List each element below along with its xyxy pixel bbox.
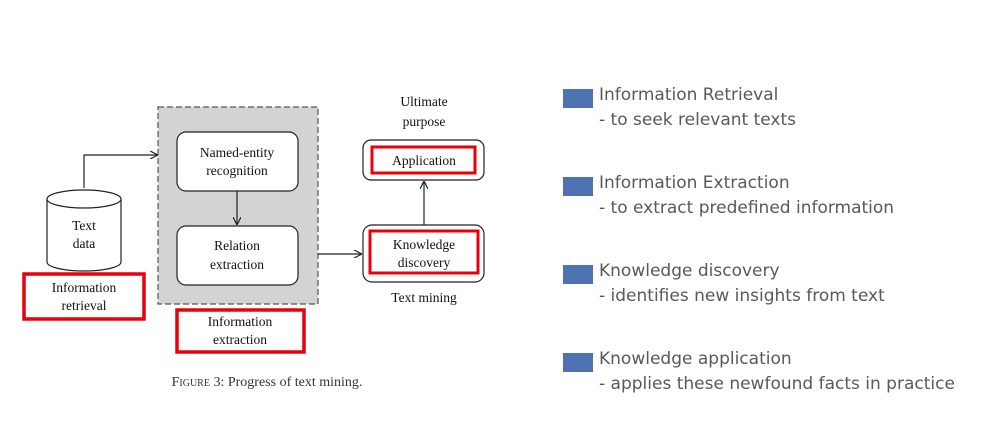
legend-title: Knowledge discovery bbox=[599, 261, 780, 281]
information-extraction-highlight bbox=[175, 308, 306, 354]
relation-extraction-label-1: Relation bbox=[214, 238, 260, 253]
text-data-cylinder: Text data bbox=[46, 189, 122, 272]
figure-caption: Figure 3: Progress of text mining. bbox=[172, 375, 363, 390]
knowledge-discovery-label-1: Knowledge bbox=[393, 237, 455, 252]
legend-item-information-retrieval: Information Retrieval - to seek relevant… bbox=[563, 84, 973, 172]
named-entity-label-2: recognition bbox=[206, 163, 268, 178]
legend-swatch bbox=[563, 353, 593, 372]
ultimate-purpose-label-1: Ultimate bbox=[400, 94, 447, 109]
legend-desc: - applies these newfound facts in practi… bbox=[599, 374, 955, 394]
arrow-text-data-to-extraction bbox=[83, 155, 157, 188]
named-entity-recognition-box bbox=[176, 131, 299, 192]
legend-title: Knowledge application bbox=[599, 349, 792, 369]
knowledge-discovery-highlight bbox=[368, 229, 480, 275]
text-data-label-1: Text bbox=[72, 218, 96, 233]
information-retrieval-label-1: Information bbox=[52, 280, 117, 295]
text-mining-label: Text mining bbox=[391, 290, 457, 305]
application-highlight bbox=[370, 145, 477, 175]
legend-desc: - to seek relevant texts bbox=[599, 110, 797, 130]
application-label: Application bbox=[392, 153, 456, 168]
legend-title: Information Retrieval bbox=[599, 85, 779, 105]
information-extraction-label-1: Information bbox=[208, 314, 273, 329]
legend-swatch bbox=[563, 89, 593, 108]
legend-item-knowledge-application: Knowledge application - applies these ne… bbox=[563, 348, 973, 436]
named-entity-label-1: Named-entity bbox=[200, 145, 274, 160]
information-retrieval-highlight bbox=[22, 272, 146, 321]
knowledge-discovery-label-2: discovery bbox=[398, 255, 451, 270]
legend: Information Retrieval - to seek relevant… bbox=[563, 84, 973, 436]
relation-extraction-box bbox=[176, 225, 299, 286]
ultimate-purpose-label-2: purpose bbox=[403, 114, 446, 129]
information-extraction-label-2: extraction bbox=[213, 332, 267, 347]
figure-caption-text: : Progress of text mining. bbox=[220, 375, 362, 390]
text-mining-diagram: Text data Named-entity recognition Relat… bbox=[22, 94, 485, 390]
legend-swatch bbox=[563, 177, 593, 196]
legend-desc: - to extract predefined information bbox=[599, 198, 895, 218]
knowledge-discovery-box bbox=[362, 224, 485, 283]
relation-extraction-label-2: extraction bbox=[210, 257, 264, 272]
legend-item-information-extraction: Information Extraction - to extract pred… bbox=[563, 172, 973, 260]
information-retrieval-label-2: retrieval bbox=[62, 298, 107, 313]
legend-desc: - identifies new insights from text bbox=[599, 286, 885, 306]
legend-item-knowledge-discovery: Knowledge discovery - identifies new ins… bbox=[563, 260, 973, 348]
text-data-label-2: data bbox=[73, 236, 96, 251]
application-box bbox=[362, 139, 485, 181]
figure-caption-number: Figure 3 bbox=[172, 375, 221, 390]
legend-swatch bbox=[563, 265, 593, 284]
legend-title: Information Extraction bbox=[599, 173, 790, 193]
